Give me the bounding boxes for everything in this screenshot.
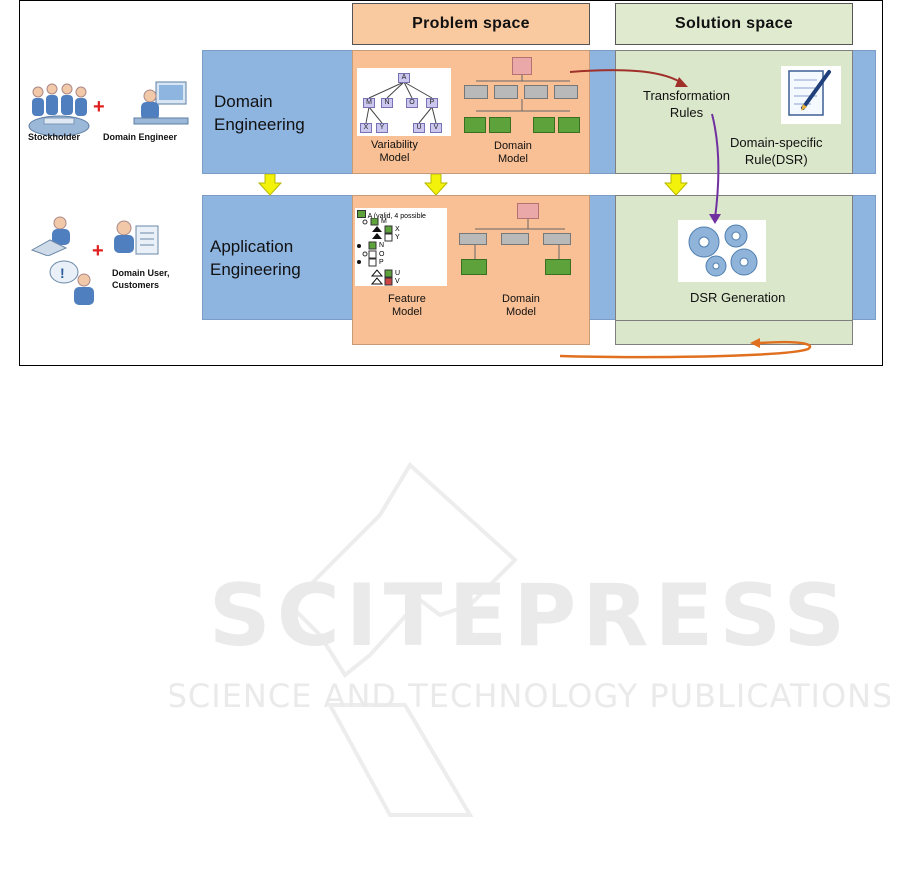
- watermark-shape: [326, 703, 474, 817]
- domain-leaf: [464, 117, 486, 133]
- user-document-icon: [114, 220, 159, 255]
- tree-node: P: [426, 98, 438, 108]
- domain-node: [554, 85, 578, 99]
- svg-text:!: !: [60, 265, 65, 281]
- tree-node: V: [430, 123, 442, 133]
- purple-arrow: [711, 113, 720, 219]
- tree-node: O: [406, 98, 418, 108]
- feature-item: O: [379, 251, 385, 258]
- domain-node-root: [512, 57, 532, 75]
- feature-root-row: A (valid, 4 possible: [357, 210, 426, 220]
- red-arrow: [569, 69, 681, 83]
- tree-node: X: [360, 123, 372, 133]
- down-arrow-icon: [258, 174, 282, 196]
- down-arrow-icon: [424, 174, 448, 196]
- problem-space-label: Problem space: [412, 15, 530, 32]
- domain-node: [543, 233, 571, 245]
- tree-node: M: [363, 98, 375, 108]
- domain-engineering-title: Domain Engineering: [214, 92, 305, 134]
- domain-leaf: [545, 259, 571, 275]
- watermark-tagline: SCIENCE AND TECHNOLOGY PUBLICATIONS: [170, 677, 890, 715]
- domain-leaf: [461, 259, 487, 275]
- domain-node: [459, 233, 487, 245]
- domain-leaf: [533, 117, 555, 133]
- domain-model-figure-top: [460, 55, 584, 137]
- feature-item: Y: [395, 234, 400, 241]
- domain-node: [501, 233, 529, 245]
- domain-user-label: Domain User, Customers: [112, 268, 170, 290]
- dsr-label: Domain-specific Rule(DSR): [730, 135, 823, 167]
- transformation-rules-label: Transformation Rules: [643, 88, 730, 120]
- domain-model-figure-bottom: [455, 201, 583, 277]
- feature-model-figure: A (valid, 4 possible M X Y N O P U V: [355, 208, 447, 286]
- tree-node: Y: [376, 123, 388, 133]
- stockholder-group-icon: [28, 83, 90, 137]
- purple-arrow-head: [709, 214, 721, 224]
- domain-model-lines: [474, 219, 565, 259]
- domain-node: [524, 85, 548, 99]
- variability-tree-lines: [365, 81, 437, 124]
- plus-icon: +: [93, 96, 105, 118]
- solution-space-header: Solution space: [615, 3, 853, 45]
- tree-node-root: A: [398, 73, 410, 83]
- checkbox-icon: [357, 210, 366, 218]
- watermark-book-icon: [287, 461, 518, 678]
- feature-item: U: [395, 270, 401, 277]
- domain-leaf: [489, 117, 511, 133]
- stockholder-label: Stockholder: [28, 132, 81, 142]
- domain-node: [494, 85, 518, 99]
- red-arrow-head: [675, 77, 688, 87]
- feature-tree-icons: [357, 218, 393, 286]
- feature-item: M: [381, 218, 387, 225]
- gears-icon: [678, 220, 766, 282]
- solution-space-label: Solution space: [675, 15, 793, 32]
- feature-item: P: [379, 259, 384, 266]
- domain-node: [464, 85, 488, 99]
- domain-engineer-label: Domain Engineer: [103, 132, 178, 142]
- tree-node: N: [381, 98, 393, 108]
- domain-leaf: [558, 117, 580, 133]
- domain-model-caption-bottom: Domain Model: [502, 293, 540, 318]
- feature-item: V: [395, 278, 400, 285]
- feature-model-caption: Feature Model: [388, 293, 426, 318]
- application-engineering-title: Application Engineering: [210, 237, 301, 279]
- variability-model-caption: Variability Model: [371, 139, 418, 164]
- connector-arrows: [560, 69, 812, 359]
- scitepress-watermark: SCITEPRESS SCIENCE AND TECHNOLOGY PUBLIC…: [170, 461, 890, 817]
- domain-engineer-icon: [133, 81, 189, 125]
- solution-divider: [615, 320, 853, 321]
- plus-icon: +: [92, 240, 104, 262]
- feature-item: X: [395, 226, 400, 233]
- feature-item: N: [379, 242, 385, 249]
- variability-model-figure: A M N O P X Y U V: [357, 68, 451, 136]
- domain-node-root: [517, 203, 539, 219]
- document-pen-icon: [781, 66, 841, 124]
- problem-space-header: Problem space: [352, 3, 590, 45]
- down-arrow-icon: [664, 174, 688, 196]
- domain-model-caption-top: Domain Model: [494, 140, 532, 165]
- orange-loop-arrow: [560, 340, 812, 359]
- user-question-icon: !: [49, 260, 94, 305]
- user-laptop-icon: [30, 216, 70, 256]
- dsr-generation-label: DSR Generation: [690, 290, 786, 305]
- orange-arrow-head: [750, 338, 760, 348]
- tree-node: U: [413, 123, 425, 133]
- watermark-brand: SCITEPRESS: [209, 566, 851, 666]
